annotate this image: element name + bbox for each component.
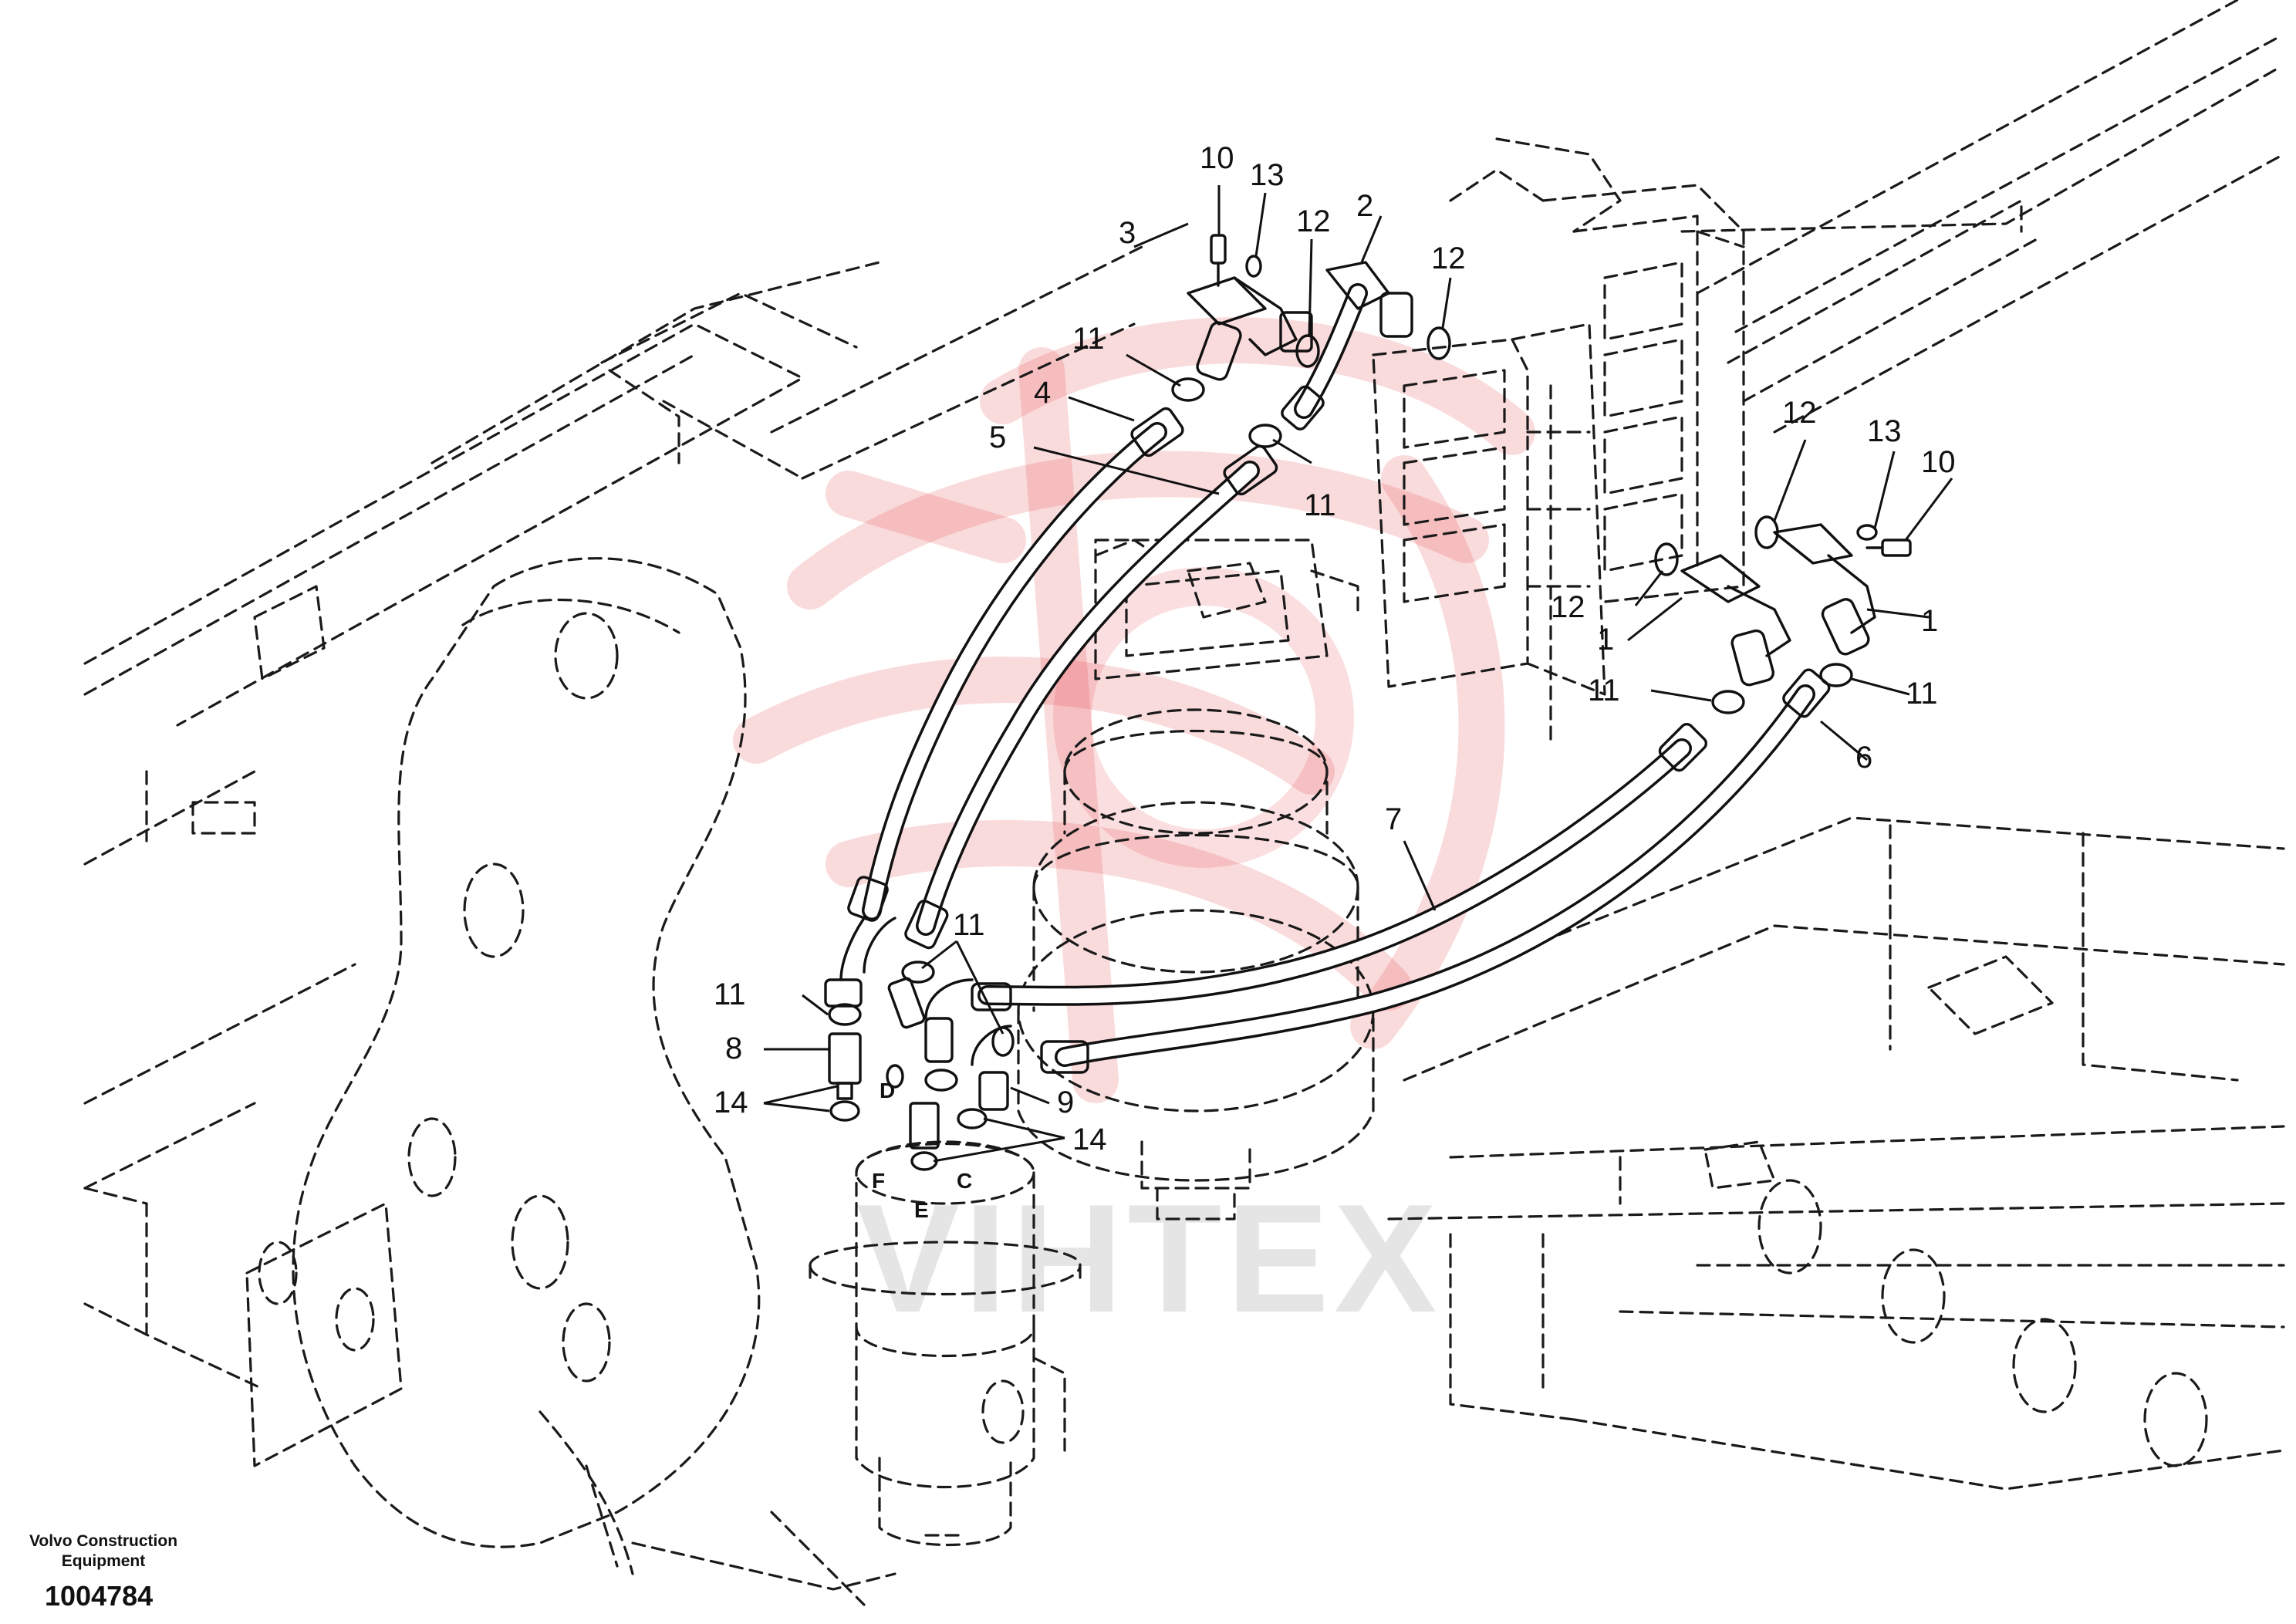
document-number: 1004784 (45, 1580, 154, 1612)
callout-13-right: 13 (1867, 414, 1902, 448)
callout-10-right: 10 (1921, 445, 1956, 479)
callout-12-b: 12 (1431, 241, 1466, 275)
hose-2-tube (1294, 283, 1368, 419)
watermark-text: VIHTEX (856, 1173, 1441, 1345)
callout-11-b: 11 (1304, 488, 1336, 522)
callout-8: 8 (725, 1031, 742, 1065)
port-e: E (914, 1198, 929, 1222)
callout-11-d: 11 (1906, 677, 1938, 711)
callout-11-e: 11 (953, 908, 985, 942)
port-f: F (872, 1169, 885, 1193)
callout-6: 6 (1855, 741, 1872, 775)
callout-11-c: 11 (1588, 674, 1620, 707)
callout-7: 7 (1385, 802, 1402, 836)
callout-14-left: 14 (714, 1085, 748, 1119)
callout-12-c: 12 (1782, 396, 1817, 430)
hose-5 (916, 461, 1260, 936)
callout-2: 2 (1356, 189, 1373, 223)
hose-7 (977, 738, 1692, 1006)
callout-1-left: 1 (1597, 623, 1614, 657)
callout-labels: 10 13 12 2 12 3 11 4 5 11 12 13 10 1 12 … (714, 141, 1956, 1156)
callout-3: 3 (1119, 216, 1136, 250)
port-c: C (957, 1169, 972, 1193)
callout-5: 5 (989, 420, 1006, 454)
callout-11-f: 11 (714, 977, 746, 1011)
chassis-outline (83, 0, 2285, 1606)
callout-12-d: 12 (1551, 590, 1585, 624)
port-d: D (880, 1079, 895, 1102)
hose-ferrules (824, 385, 1831, 1074)
callout-1-right: 1 (1921, 604, 1938, 638)
callout-13-left: 13 (1250, 158, 1285, 192)
port-labels: D F E C (872, 1079, 972, 1222)
manufacturer-label: Volvo Construction Equipment (29, 1532, 178, 1570)
callout-12-a: 12 (1296, 204, 1331, 238)
callout-4: 4 (1034, 376, 1051, 410)
callout-10-left: 10 (1200, 141, 1234, 175)
elbow-fittings (828, 261, 1876, 1150)
callout-14-right: 14 (1072, 1123, 1107, 1156)
callout-11-a: 11 (1072, 322, 1105, 356)
hose-6 (1055, 684, 1815, 1067)
leader-lines (763, 185, 1953, 1163)
hose-4 (862, 422, 1167, 920)
callout-9: 9 (1057, 1085, 1074, 1119)
